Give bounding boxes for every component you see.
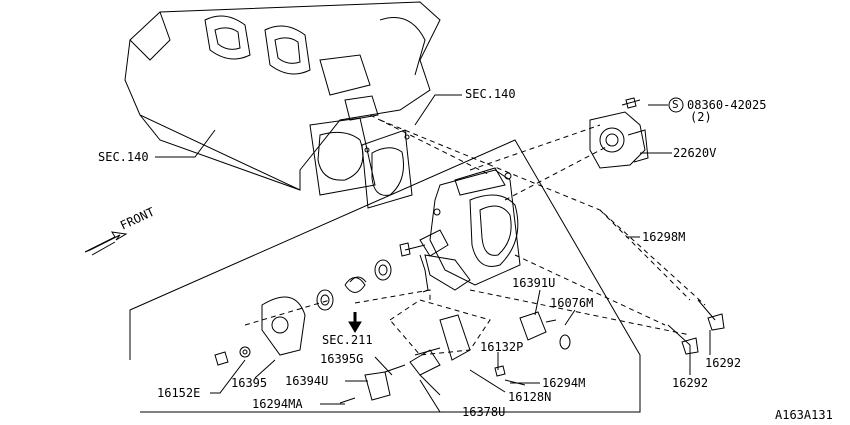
label-bolt-qty: (2) [690, 110, 712, 124]
throttle-body [419, 167, 521, 293]
label-16395: 16395 [231, 376, 268, 390]
label-16294MA: 16294MA [252, 397, 303, 411]
label-sec211: SEC.211 [322, 333, 373, 347]
leader-lines [155, 94, 711, 413]
front-arrow [84, 231, 128, 256]
label-16152E: 16152E [157, 386, 201, 400]
sec211-arrow [348, 312, 362, 333]
assembly-frame [129, 139, 641, 413]
right-parts [519, 299, 725, 355]
label-22620V: 22620V [673, 146, 717, 160]
throttle-sensor [589, 97, 649, 169]
drawing-id: A163A131 [775, 408, 833, 422]
label-16132P: 16132P [480, 340, 524, 354]
bottom-parts [339, 314, 526, 404]
label-16378U: 16378U [462, 405, 506, 419]
label-16292-a: 16292 [705, 356, 742, 370]
gasket [361, 129, 413, 209]
label-16076M: 16076M [550, 296, 594, 310]
label-16394U: 16394U [285, 374, 329, 388]
dashed-guides [244, 114, 706, 356]
intake-manifold [124, 1, 441, 196]
label-16391U: 16391U [512, 276, 556, 290]
label-bolt-circle: S [672, 98, 679, 111]
label-sec140-left: SEC.140 [98, 150, 149, 164]
label-16298M: 16298M [642, 230, 686, 244]
label-16292-b: 16292 [672, 376, 709, 390]
label-16294M: 16294M [542, 376, 586, 390]
label-16128N: 16128N [508, 390, 552, 404]
label-bolt-code: 08360-42025 [687, 98, 767, 112]
label-16395G: 16395G [320, 352, 364, 366]
screw-mark [668, 97, 684, 113]
small-parts [214, 242, 426, 366]
label-sec140-top: SEC.140 [465, 87, 516, 101]
